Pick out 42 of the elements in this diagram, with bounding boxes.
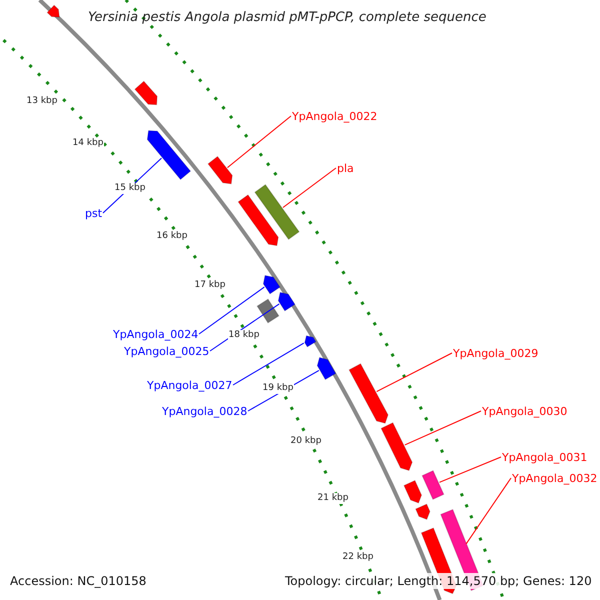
gene-feature xyxy=(316,356,336,380)
info-text: Topology: circular; Length: 114,570 bp; Genes: 120 xyxy=(283,573,594,589)
gene-label: pst xyxy=(85,208,102,218)
scale-label: 16 kbp xyxy=(156,230,188,242)
scale-label: 21 kbp xyxy=(316,492,350,504)
leader-line xyxy=(226,116,292,168)
title: Yersinia pestis Angola plasmid pMT-pPCP, complete sequence xyxy=(88,11,486,24)
scale-label: 22 kbp xyxy=(342,552,374,562)
gene-feature xyxy=(207,156,233,184)
gene-label: YpAngola_0024 xyxy=(113,328,198,340)
gene-label: YpAngola_0030 xyxy=(482,406,568,416)
leader-line xyxy=(404,410,482,446)
gene-feature xyxy=(262,274,281,294)
gene-block xyxy=(254,184,300,240)
info-text: Accession: NC_010158 xyxy=(8,573,148,589)
gene-label: YpAngola_0028 xyxy=(162,406,248,416)
leader-line xyxy=(376,352,452,392)
leader-line xyxy=(466,478,512,544)
gene-label: YpAngola_0029 xyxy=(453,348,538,358)
leader-line xyxy=(232,342,304,386)
scale-label: 13 kbp xyxy=(26,96,58,106)
gene-label: YpAngola_0032 xyxy=(512,472,598,484)
gene-label: pla xyxy=(337,162,354,174)
gene-label: YpAngola_0025 xyxy=(124,346,210,356)
scale-label: 15 kbp xyxy=(114,182,146,194)
gene-feature xyxy=(380,422,413,472)
gene-label: YpAngola_0022 xyxy=(292,110,378,122)
scale-label: 14 kbp xyxy=(72,138,104,148)
gene-label: YpAngola_0031 xyxy=(502,452,588,462)
scale-label: 20 kbp xyxy=(290,436,322,446)
scale-label: 17 kbp xyxy=(194,280,226,290)
gene-label: YpAngola_0027 xyxy=(147,380,232,390)
gene-feature xyxy=(146,130,192,180)
gene-feature xyxy=(278,292,296,312)
scale-label: 19 kbp xyxy=(262,382,294,394)
leader-line xyxy=(282,168,336,208)
leader-line xyxy=(438,456,502,483)
gene-block xyxy=(422,470,444,500)
leader-line xyxy=(198,286,265,334)
scale-label: 18 kbp xyxy=(228,330,260,340)
gene-feature xyxy=(348,363,389,424)
gene-feature xyxy=(304,335,317,348)
